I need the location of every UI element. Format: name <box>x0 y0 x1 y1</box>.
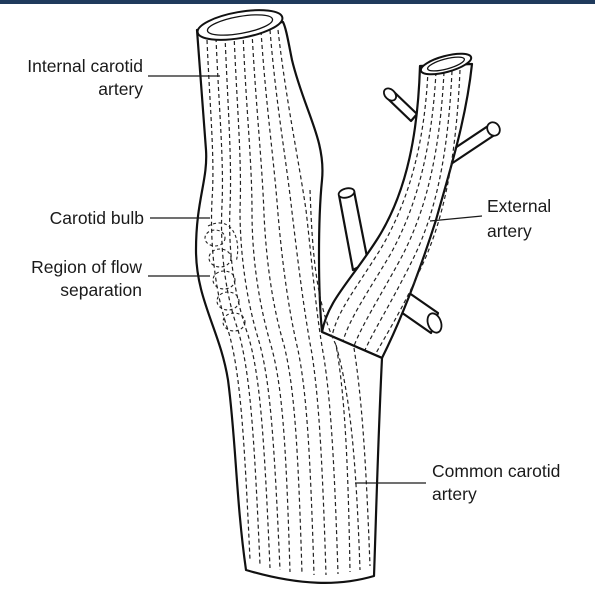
label-external-line1: External <box>487 196 551 216</box>
label-common-carotid-line2: artery <box>432 484 477 504</box>
external-branch-middle <box>338 187 368 270</box>
label-flow-separation-line1: Region of flow <box>31 257 142 277</box>
label-internal-carotid-line2: artery <box>98 79 143 99</box>
label-flow-separation-line2: separation <box>60 280 142 300</box>
label-internal-carotid-line1: Internal carotid <box>27 56 143 76</box>
label-common-carotid-line1: Common carotid <box>432 461 560 481</box>
label-carotid-bulb: Carotid bulb <box>50 208 144 228</box>
external-branch-upper-left <box>382 86 417 121</box>
label-external-line2: artery <box>487 221 532 241</box>
